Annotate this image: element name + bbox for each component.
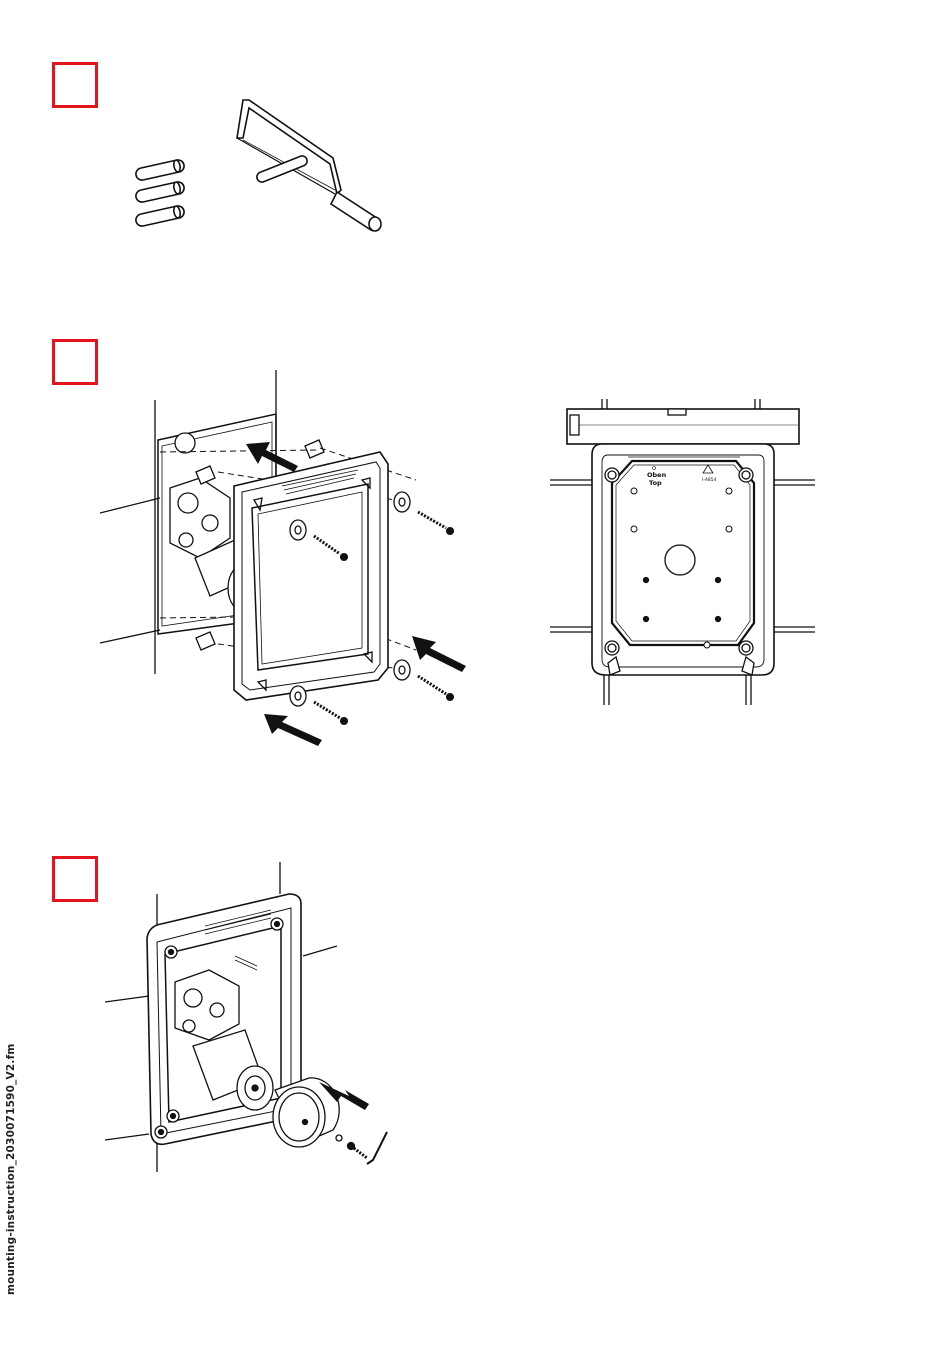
step-1-illustration (125, 90, 405, 250)
step-3-marker (52, 856, 98, 902)
step-3-illustration (105, 860, 395, 1175)
hex-key-icon (367, 1132, 387, 1164)
pipe-segment-icon (136, 160, 184, 181)
pipe-segment-icon (136, 182, 184, 203)
pipe-segment-icon (136, 206, 184, 227)
spirit-level-icon (567, 409, 799, 444)
step-2-illustration (100, 368, 480, 748)
plate-code-label: I-A854 (702, 477, 717, 483)
orientation-label-top: Top (649, 479, 662, 487)
hacksaw-icon (237, 100, 381, 231)
step-2-marker (52, 339, 98, 385)
mounting-plate-front-view: Oben Top I-A854 (550, 395, 815, 710)
orientation-label-oben: Oben (647, 471, 667, 479)
mounting-frame-icon (234, 452, 388, 700)
footer-filename: mounting-instruction_20300715​90_V2.fm (5, 1044, 17, 1296)
step-1-marker (52, 62, 98, 108)
